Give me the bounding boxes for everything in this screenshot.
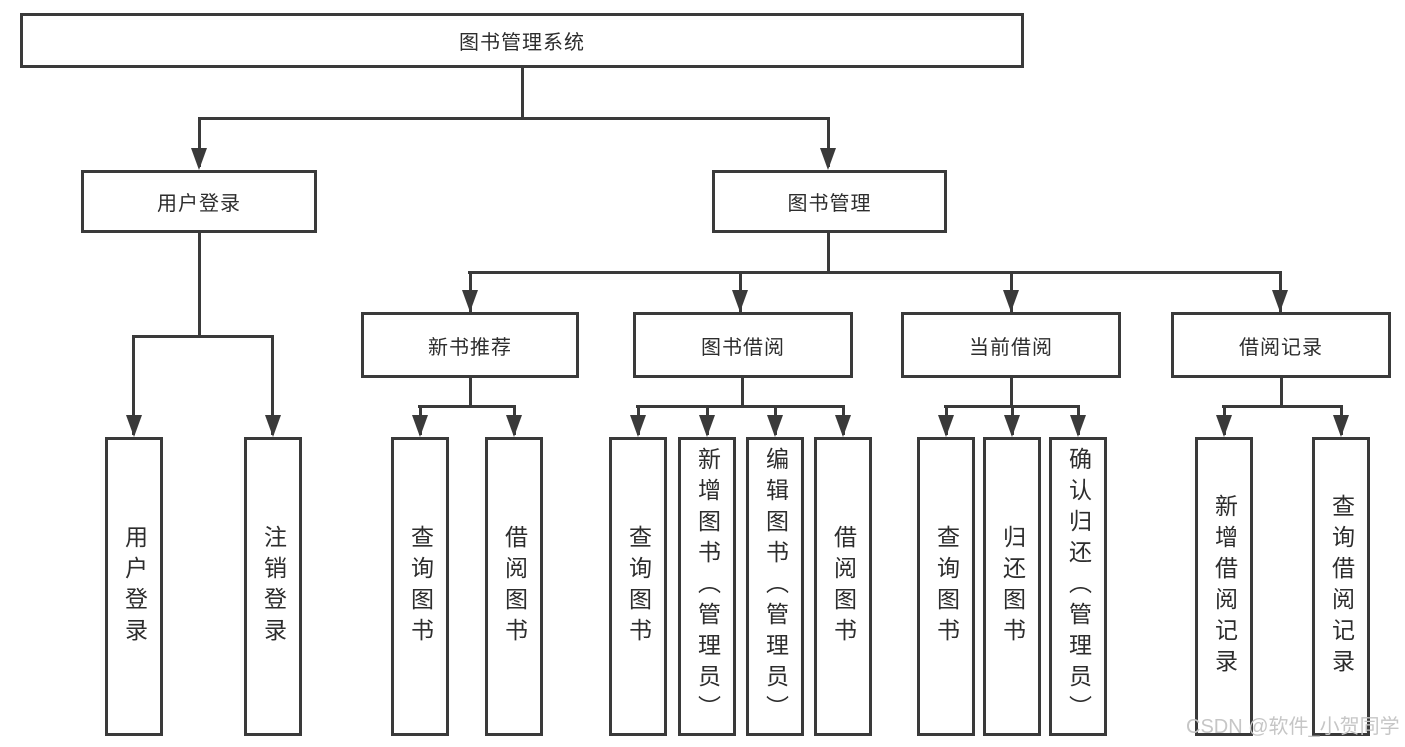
edge-borrow-stem <box>741 378 744 407</box>
node-book-borrow: 图书借阅 <box>633 312 853 378</box>
edge-recommend-bar <box>418 405 516 408</box>
arrowhead-borrow-borrow <box>835 415 851 437</box>
node-borrow-add-books-admin: 新增图书（管理员） <box>678 437 736 736</box>
edge-login-stem <box>198 233 201 336</box>
node-user-login: 用户登录 <box>81 170 317 233</box>
arrowhead-userlogin <box>126 415 142 437</box>
arrowhead-recommend-borrow <box>506 415 522 437</box>
edge-root-to-mgmt <box>827 117 830 167</box>
edge-borrow-bar <box>636 405 845 408</box>
node-records-add-record: 新增借阅记录 <box>1195 437 1253 736</box>
node-root: 图书管理系统 <box>20 13 1024 68</box>
node-logout-action: 注销登录 <box>244 437 302 736</box>
arrowhead-mgmt <box>820 148 836 170</box>
arrowhead-current-return <box>1004 415 1020 437</box>
node-current-return-books: 归还图书 <box>983 437 1041 736</box>
arrowhead-records <box>1272 290 1288 312</box>
arrowhead-login <box>191 148 207 170</box>
node-current-borrow: 当前借阅 <box>901 312 1121 378</box>
node-borrow-borrow-books: 借阅图书 <box>814 437 872 736</box>
arrowhead-borrow-add <box>699 415 715 437</box>
edge-login-to-logout <box>271 335 274 435</box>
node-user-login-action: 用户登录 <box>105 437 163 736</box>
arrowhead-borrow-edit <box>767 415 783 437</box>
edge-root-to-login <box>198 117 201 167</box>
edge-login-to-userlogin <box>132 335 135 435</box>
edge-root-stem <box>521 66 524 119</box>
csdn-watermark: CSDN @软件_小贺同学 <box>1186 716 1400 738</box>
node-borrow-edit-books-admin: 编辑图书（管理员） <box>746 437 804 736</box>
edge-root-bar <box>198 117 830 120</box>
arrowhead-recommend-query <box>412 415 428 437</box>
arrowhead-records-add <box>1216 415 1232 437</box>
node-recommend-borrow-books: 借阅图书 <box>485 437 543 736</box>
edge-current-stem <box>1010 378 1013 407</box>
edge-records-stem <box>1280 378 1283 407</box>
arrowhead-current-confirm <box>1070 415 1086 437</box>
edge-recommend-stem <box>469 378 472 407</box>
edge-records-bar <box>1222 405 1343 408</box>
arrowhead-borrow <box>732 290 748 312</box>
arrowhead-logout <box>265 415 281 437</box>
edge-mgmt-stem <box>827 233 830 273</box>
node-book-mgmt: 图书管理 <box>712 170 947 233</box>
edge-login-bar <box>132 335 274 338</box>
node-current-query-books: 查询图书 <box>917 437 975 736</box>
node-borrow-records: 借阅记录 <box>1171 312 1391 378</box>
node-new-book-recommend: 新书推荐 <box>361 312 579 378</box>
node-records-query-record: 查询借阅记录 <box>1312 437 1370 736</box>
node-recommend-query-books: 查询图书 <box>391 437 449 736</box>
node-borrow-query-books: 查询图书 <box>609 437 667 736</box>
arrowhead-current <box>1003 290 1019 312</box>
arrowhead-recommend <box>462 290 478 312</box>
node-current-confirm-return-admin: 确认归还（管理员） <box>1049 437 1107 736</box>
edge-mgmt-bar <box>468 271 1282 274</box>
arrowhead-borrow-query <box>630 415 646 437</box>
arrowhead-records-query <box>1333 415 1349 437</box>
arrowhead-current-query <box>938 415 954 437</box>
